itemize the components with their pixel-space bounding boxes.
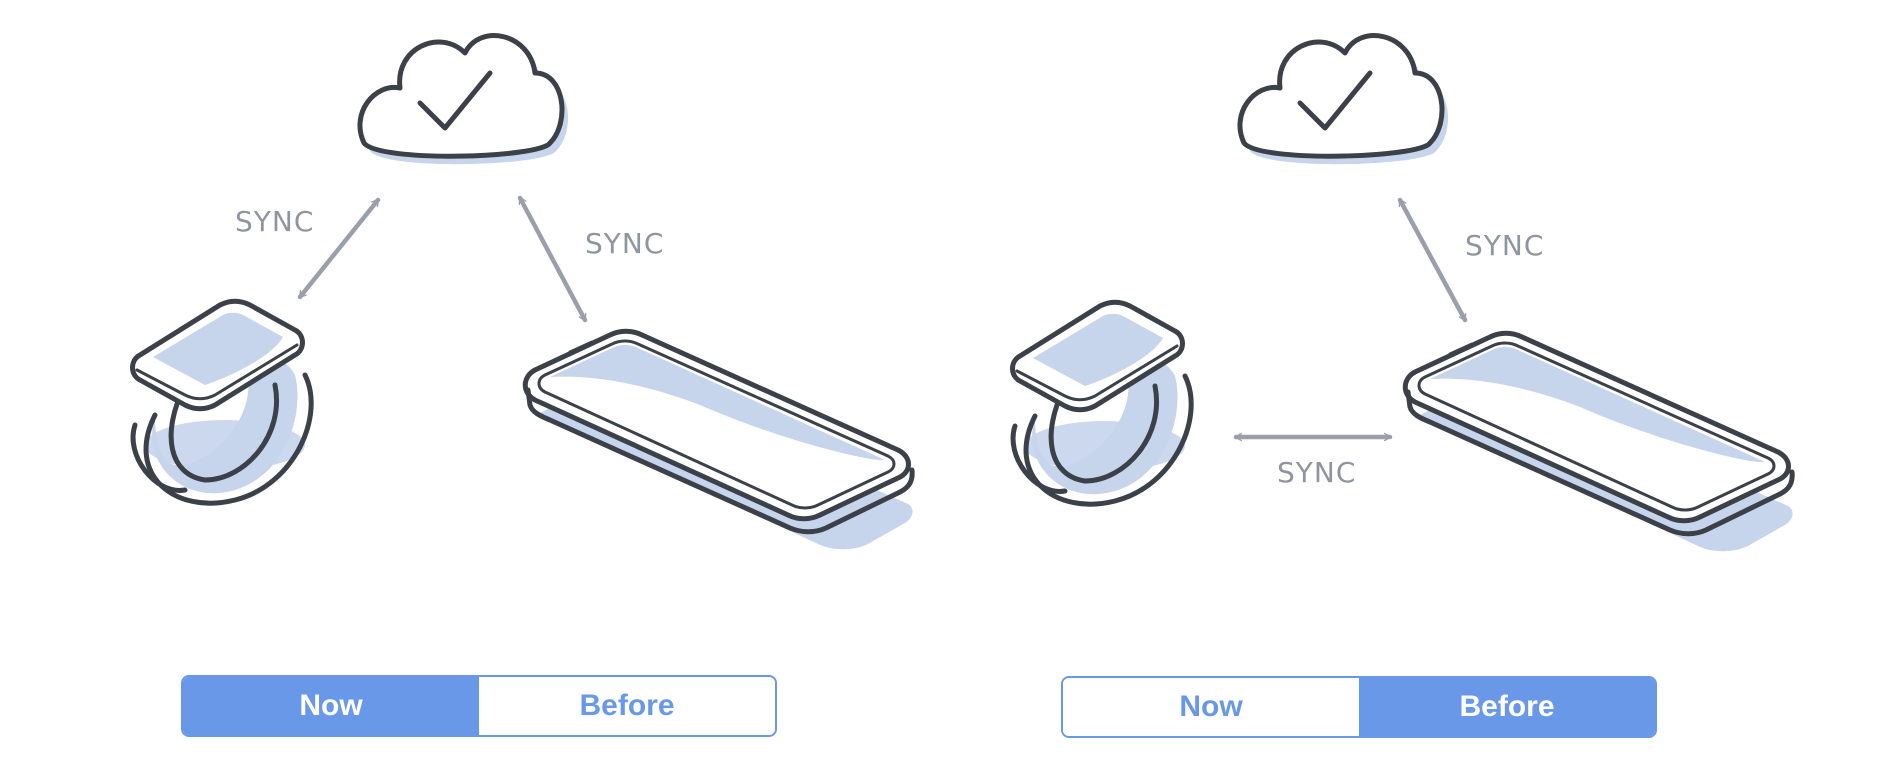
before-segment[interactable]: Before xyxy=(479,677,775,735)
smartwatch-icon xyxy=(1013,302,1192,504)
sync-arrow-cloud-phone xyxy=(1397,197,1468,323)
cloud-check-icon xyxy=(1240,36,1448,165)
now-segment[interactable]: Now xyxy=(183,677,479,735)
sync-label: SYNC xyxy=(1277,456,1356,489)
left-panel: SYNC SYNC xyxy=(133,36,913,550)
sync-label: SYNC xyxy=(235,205,314,238)
before-segment[interactable]: Before xyxy=(1359,678,1655,736)
now-segment[interactable]: Now xyxy=(1063,678,1359,736)
smartphone-icon xyxy=(1405,333,1792,551)
segmented-control-right[interactable]: Now Before xyxy=(1061,676,1657,738)
sync-label: SYNC xyxy=(1465,229,1544,262)
smartwatch-icon xyxy=(133,301,312,503)
cloud-check-icon xyxy=(360,36,568,165)
right-panel: SYNC SYNC xyxy=(1013,36,1793,552)
sync-arrow-cloud-phone xyxy=(517,195,588,323)
segmented-control-left[interactable]: Now Before xyxy=(181,675,777,737)
sync-label: SYNC xyxy=(585,227,664,260)
sync-arrow-watch-cloud xyxy=(297,197,381,300)
smartphone-icon xyxy=(525,331,912,549)
